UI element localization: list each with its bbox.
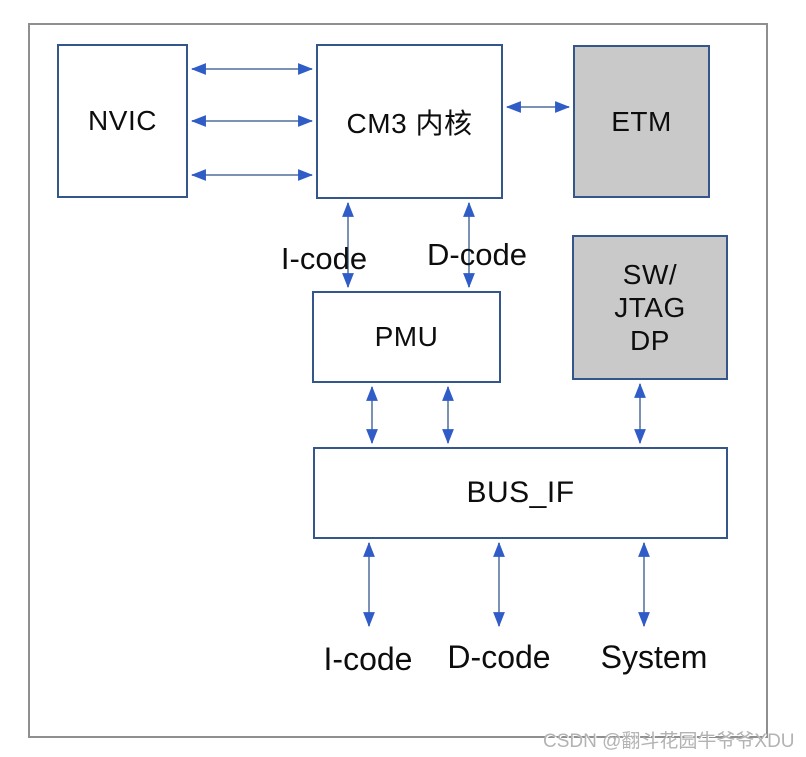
label-icode-upper: I-code [280, 241, 368, 276]
label-dcode-lower: D-code [447, 639, 551, 675]
diagram-outer-border [28, 23, 768, 738]
csdn-watermark: CSDN @翻斗花园牛爷爷XDU [543, 731, 795, 752]
block-etm-label: ETM [611, 105, 672, 137]
block-nvic: NVIC [57, 44, 188, 198]
block-sw-jtag-dp: SW/ JTAG DP [572, 235, 728, 380]
block-cm3-core-label: CM3 内核 [346, 107, 473, 139]
block-sw-jtag-dp-label: SW/ JTAG DP [614, 258, 685, 357]
block-pmu: PMU [312, 291, 501, 383]
block-cm3-core: CM3 内核 [316, 44, 503, 199]
block-bus-if: BUS_IF [313, 447, 728, 539]
label-icode-lower: I-code [323, 641, 413, 677]
block-nvic-label: NVIC [88, 105, 157, 136]
sw-jtag-line-3: DP [630, 325, 670, 357]
block-etm: ETM [573, 45, 710, 198]
label-system-lower: System [600, 639, 708, 675]
block-pmu-label: PMU [374, 321, 439, 352]
sw-jtag-line-2: JTAG [614, 291, 686, 323]
sw-jtag-line-1: SW/ [622, 258, 678, 290]
label-dcode-upper: D-code [427, 237, 527, 272]
block-bus-if-label: BUS_IF [466, 476, 575, 509]
